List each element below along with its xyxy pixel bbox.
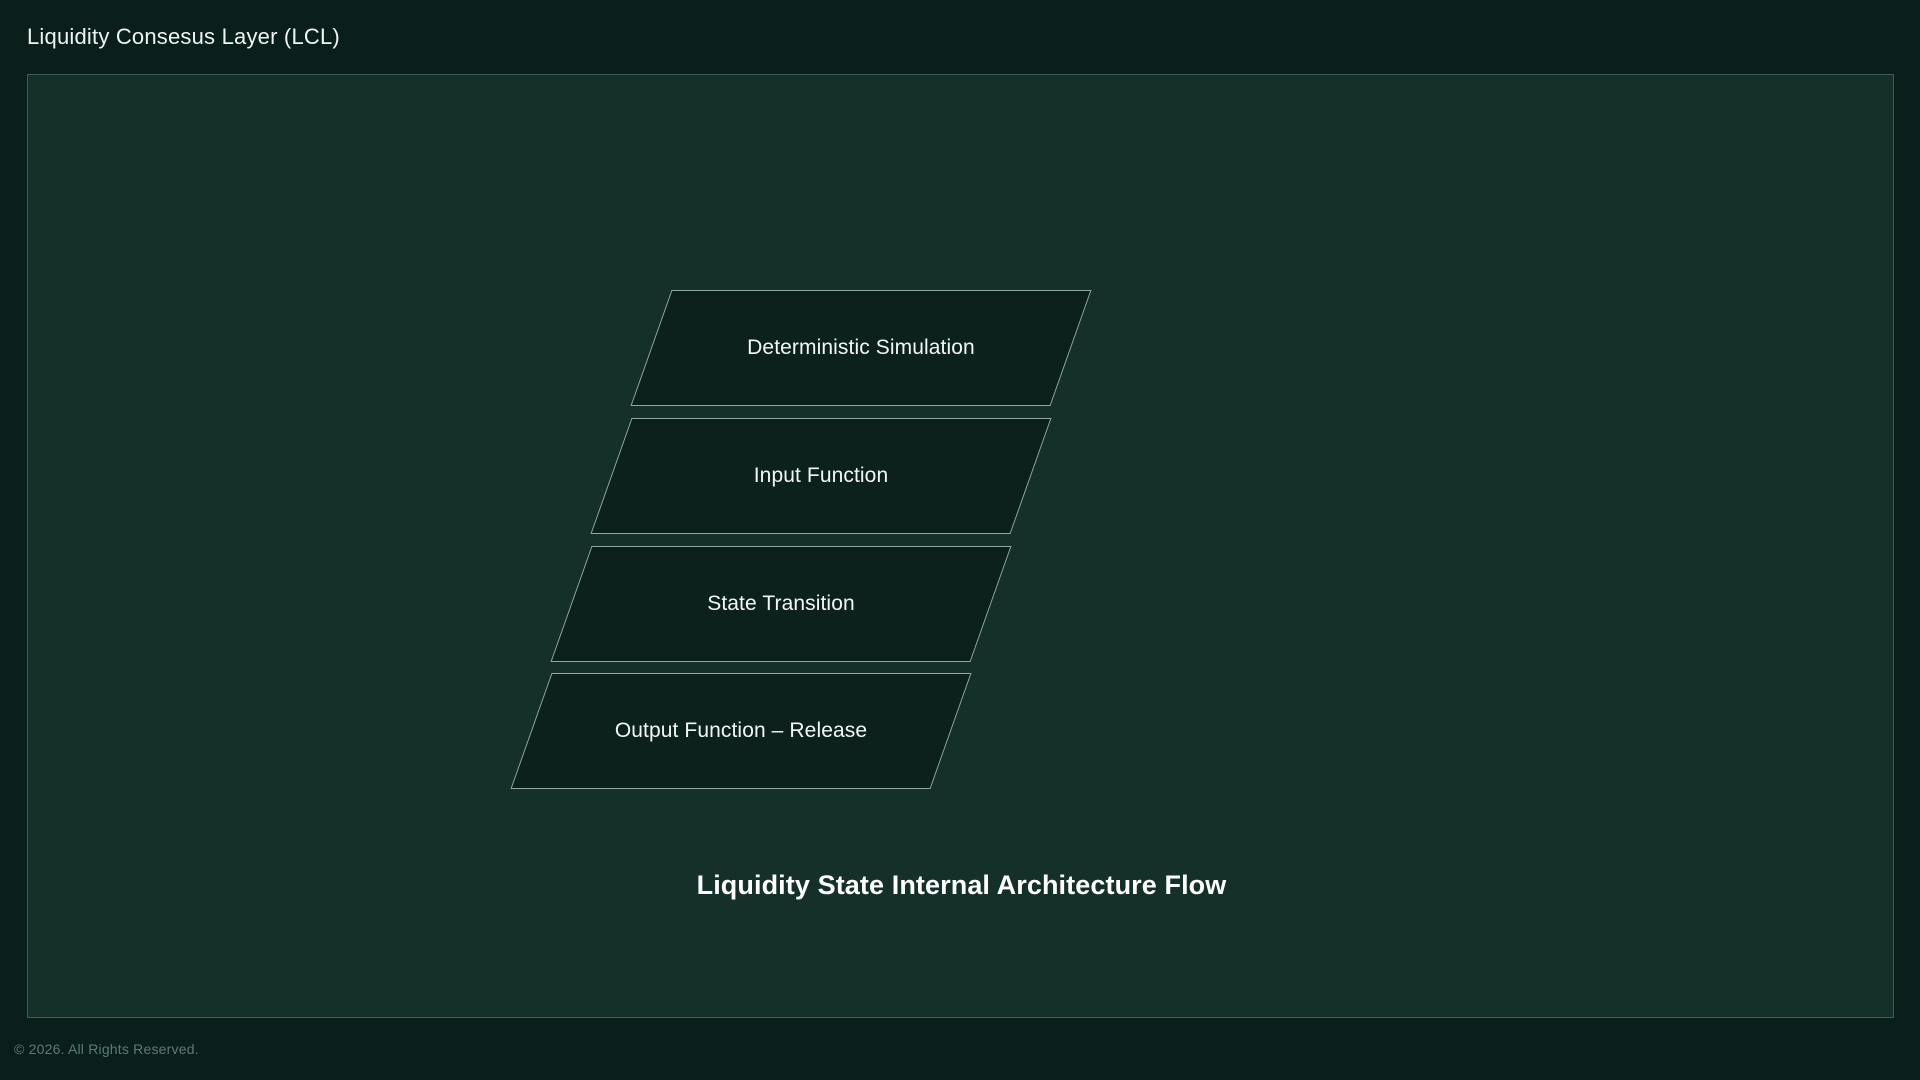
flow-step-label: State Transition: [707, 592, 855, 615]
app-header: Liquidity Consesus Layer (LCL): [0, 0, 1920, 74]
page-title: Liquidity Consesus Layer (LCL): [27, 24, 340, 49]
flow-step-label: Output Function – Release: [614, 719, 868, 742]
flow-step-output-function-release[interactable]: Output Function – Release: [510, 673, 972, 789]
flow-step-label: Input Function: [753, 464, 889, 487]
diagram-caption: Liquidity State Internal Architecture Fl…: [696, 870, 1227, 900]
copyright-text: © 2026. All Rights Reserved.: [14, 1041, 199, 1057]
flow-diagram: Deterministic Simulation Input Function …: [28, 75, 1893, 1017]
flow-step-state-transition[interactable]: State Transition: [550, 546, 1012, 662]
flow-step-input-function[interactable]: Input Function: [590, 418, 1052, 534]
diagram-card: Deterministic Simulation Input Function …: [27, 74, 1894, 1018]
flow-step-deterministic-simulation[interactable]: Deterministic Simulation: [630, 290, 1092, 406]
flow-step-label: Deterministic Simulation: [747, 336, 975, 359]
app-footer: © 2026. All Rights Reserved.: [0, 1018, 1920, 1080]
